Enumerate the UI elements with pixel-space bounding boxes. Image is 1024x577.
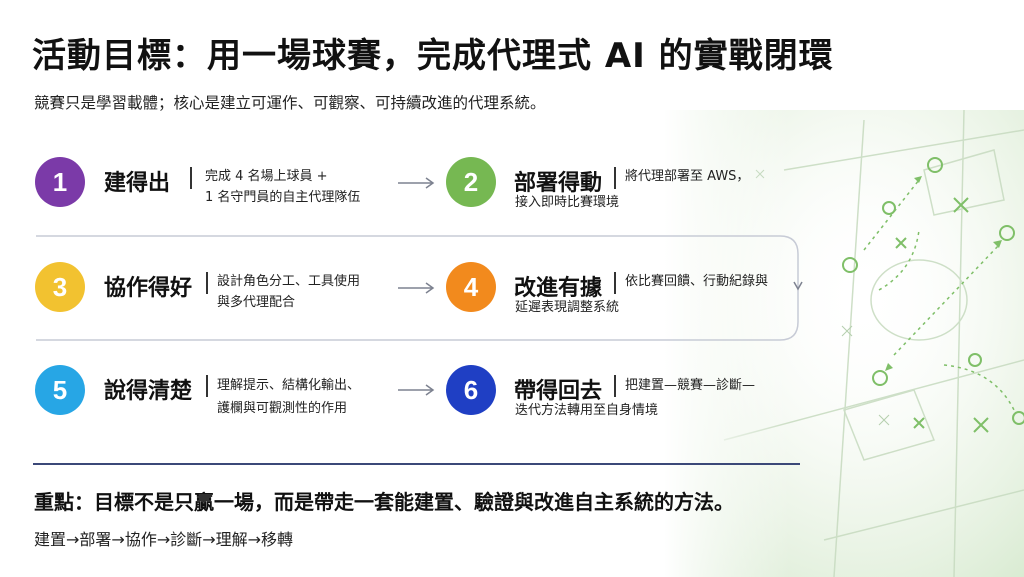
step-number-5: 5 — [35, 365, 85, 415]
step-desc-1-line1: 完成 4 名場上球員 + — [205, 169, 328, 184]
divider — [33, 463, 800, 465]
step-desc-5-line1: 理解提示、結構化輸出、 — [217, 378, 361, 393]
step-title-1: 建得出 — [104, 171, 171, 196]
step-number-1: 1 — [35, 157, 85, 207]
step-desc-3-line2: 與多代理配合 — [217, 295, 296, 310]
step-separator-2 — [614, 167, 616, 189]
step-desc-1-line2: 1 名守門員的自主代理隊伍 — [205, 190, 361, 205]
arrow-right-icon — [398, 177, 435, 189]
step-number-2: 2 — [446, 157, 496, 207]
step-desc-2-line2: 接入即時比賽環境 — [515, 195, 620, 210]
page-title: 活動目標：用一場球賽，完成代理式 AI 的實戰閉環 — [32, 36, 834, 76]
step-separator-3 — [206, 272, 208, 294]
step-separator-4 — [614, 272, 616, 294]
key-point: 重點：目標不是只贏一場，而是帶走一套能建置、驗證與改進自主系統的方法。 — [34, 490, 734, 514]
step-desc-4-line2: 延遲表現調整系統 — [515, 300, 620, 315]
step-desc-3-line1: 設計角色分工、工具使用 — [217, 274, 361, 289]
step-title-3: 協作得好 — [104, 276, 193, 301]
step-title-4: 改進有據 — [514, 276, 603, 301]
step-number-6: 6 — [446, 365, 496, 415]
process-flow: 建置→部署→協作→診斷→理解→移轉 — [34, 530, 294, 549]
step-title-5: 說得清楚 — [104, 379, 193, 404]
step-desc-6-line1: 把建置—競賽—診斷— — [625, 378, 756, 393]
tactics-board-illustration — [664, 110, 1024, 577]
page-subtitle: 競賽只是學習載體；核心是建立可運作、可觀察、可持續改進的代理系統。 — [34, 94, 546, 112]
step-desc-6-line2: 迭代方法轉用至自身情境 — [515, 403, 659, 418]
step-title-2: 部署得動 — [514, 171, 603, 196]
step-desc-2-line1: 將代理部署至 AWS， — [625, 169, 750, 184]
step-desc-4-line1: 依比賽回饋、行動紀錄與 — [625, 274, 769, 289]
step-separator-1 — [190, 167, 192, 189]
step-title-6: 帶得回去 — [514, 379, 603, 404]
step-desc-5-line2: 護欄與可觀測性的作用 — [217, 401, 348, 416]
step-number-3: 3 — [35, 262, 85, 312]
step-number-4: 4 — [446, 262, 496, 312]
arrow-right-icon — [398, 384, 435, 396]
step-separator-6 — [614, 375, 616, 397]
step-separator-5 — [206, 375, 208, 397]
arrow-right-icon — [398, 282, 435, 294]
